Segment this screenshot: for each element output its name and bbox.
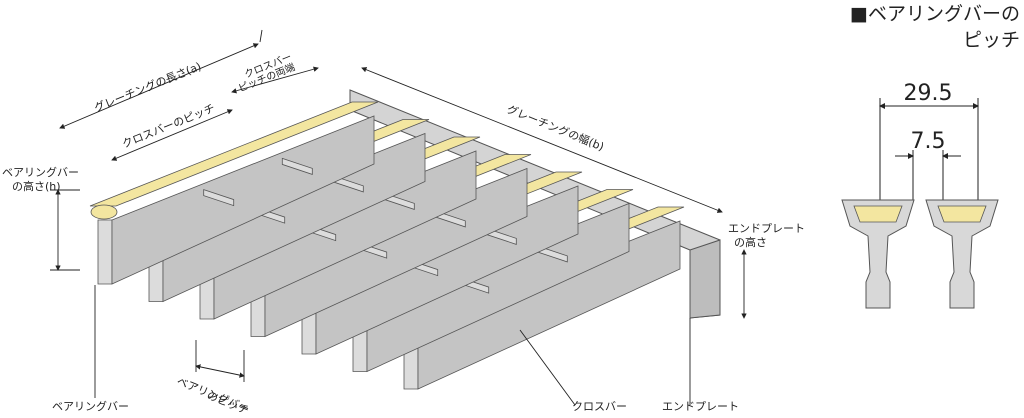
profile-body	[841, 199, 915, 309]
dimension-lines	[50, 29, 747, 406]
bar-profile	[925, 199, 999, 309]
pitch-detail: ■ベアリングバーの ピッチ 29.5 7.5	[841, 3, 1020, 309]
pitch-outer-value: 29.5	[904, 81, 953, 106]
bar-profiles	[841, 199, 999, 309]
profile-top	[937, 205, 987, 223]
label-end-plate-height-2: の高さ	[734, 235, 767, 249]
pitch-inner-value: 7.5	[911, 129, 946, 154]
end-plate-face	[689, 239, 721, 319]
label-end-plate: エンドプレート	[662, 400, 739, 413]
bar-web	[97, 219, 113, 285]
detail-title-line1: ■ベアリングバーの	[850, 3, 1020, 25]
bar-head	[90, 204, 118, 220]
bar-profile	[841, 199, 915, 309]
label-bearing-bar-height-1: ベアリングバー	[2, 165, 79, 179]
label-crossbar: クロスバー	[572, 400, 627, 413]
detail-title-line2: ピッチ	[963, 29, 1020, 51]
crossbar-segment	[281, 157, 313, 175]
label-bearing-bar-height-2: の高さ(h)	[12, 179, 61, 193]
label-crossbar-pitch: クロスバーのピッチ	[120, 102, 217, 151]
crossbar-segment	[203, 189, 235, 207]
label-bearing-bar: ベアリングバー	[52, 399, 129, 413]
bearing-bars	[89, 101, 685, 390]
label-bearing-bar-pitch-2: のピッチ	[205, 389, 251, 418]
profile-top	[853, 205, 903, 223]
label-grating-length: グレーチングの長さ(a)	[92, 59, 203, 115]
label-end-plate-height-1: エンドプレート	[728, 222, 805, 235]
profile-body	[925, 199, 999, 309]
